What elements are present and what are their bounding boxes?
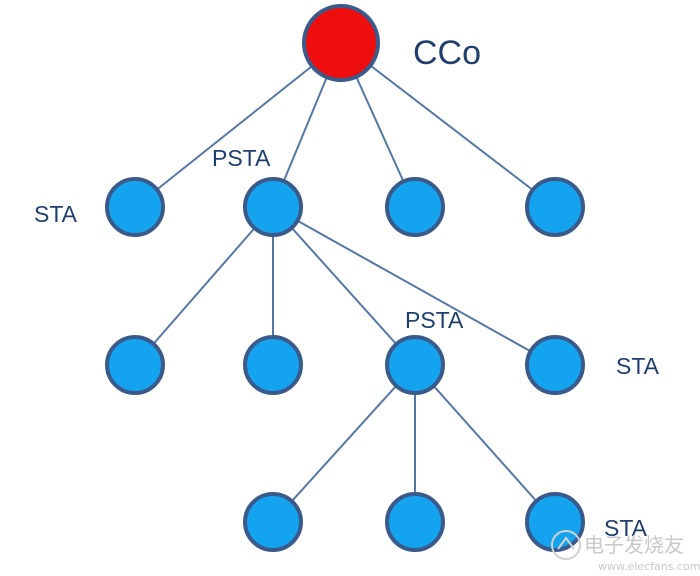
edges-group: [134, 42, 556, 523]
edge-l1b-l2d: [272, 206, 556, 366]
sta-node-l2-2: [243, 335, 303, 395]
psta-label-level2: PSTA: [405, 307, 464, 333]
sta-node-l3-3: [525, 492, 585, 552]
cco-label: CCo: [413, 34, 481, 72]
edge-l2c-l3c: [414, 364, 556, 523]
nodes-group: [105, 4, 585, 552]
sta-node-l3-2: [385, 492, 445, 552]
edge-l1b-l2a: [134, 206, 274, 366]
edge-cco-l1a: [134, 42, 342, 208]
watermark: 电子发烧友 www.elecfans.com: [551, 530, 700, 573]
sta-label-level2: STA: [616, 353, 660, 379]
watermark-text: 电子发烧友: [584, 533, 684, 557]
sta-node-l1-1: [105, 177, 165, 237]
sta-node-l1-3: [385, 177, 445, 237]
sta-label-level3: STA: [604, 515, 648, 541]
sta-label-level1: STA: [34, 201, 78, 227]
psta-label-level1: PSTA: [212, 145, 271, 171]
sta-node-l3-1: [243, 492, 303, 552]
sta-node-l2-1: [105, 335, 165, 395]
edge-l2c-l3a: [272, 364, 416, 523]
edge-cco-l1d: [340, 42, 556, 208]
sta-node-l2-4: [525, 335, 585, 395]
watermark-logo-icon: [551, 530, 581, 560]
watermark-url: www.elecfans.com: [598, 560, 700, 573]
sta-node-l1-4: [525, 177, 585, 237]
psta-node-l2: [385, 335, 445, 395]
psta-node-l1: [243, 177, 303, 237]
edge-l1b-l2c: [272, 206, 416, 366]
cco-node: [302, 4, 380, 82]
